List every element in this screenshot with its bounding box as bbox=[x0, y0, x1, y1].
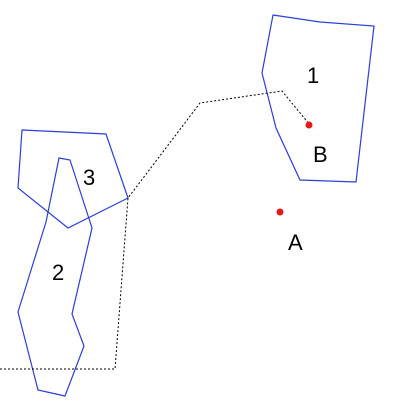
point-a-label: A bbox=[288, 230, 303, 255]
region-3-label: 3 bbox=[83, 165, 95, 190]
region-3-polygon bbox=[17, 129, 129, 229]
region-1-label: 1 bbox=[307, 63, 319, 88]
point-b-marker bbox=[305, 121, 313, 129]
point-b-label: B bbox=[313, 142, 328, 167]
region-1-polygon bbox=[261, 14, 375, 183]
route-path bbox=[0, 90, 311, 370]
point-a-marker bbox=[276, 208, 284, 216]
region-2-polygon bbox=[17, 157, 93, 397]
region-2-label: 2 bbox=[52, 260, 64, 285]
